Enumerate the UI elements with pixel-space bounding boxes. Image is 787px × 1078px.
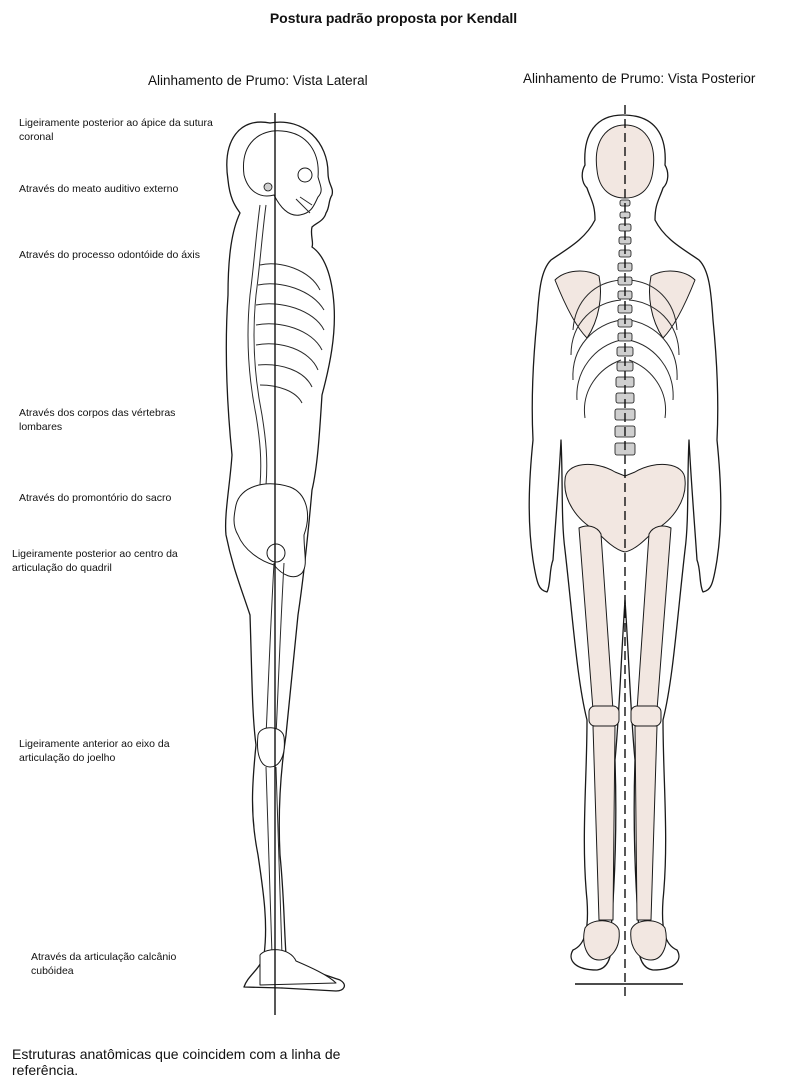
- annotation-knee-joint: Ligeiramente anterior ao eixo da articul…: [19, 737, 209, 765]
- annotation-calcaneocuboid-joint: Através da articulação calcânio cubóidea: [31, 950, 206, 978]
- annotation-auditory-meatus: Através do meato auditivo externo: [19, 182, 219, 196]
- left-femur: [579, 526, 613, 715]
- femoral-head: [267, 544, 285, 562]
- left-knee: [589, 706, 619, 726]
- lateral-view-title: Alinhamento de Prumo: Vista Lateral: [148, 73, 368, 88]
- orbit-lateral: [298, 168, 312, 182]
- left-foot-bones: [584, 921, 619, 960]
- foot-bones: [260, 950, 336, 985]
- annotation-coronal-suture: Ligeiramente posterior ao ápice da sutur…: [19, 116, 214, 144]
- lateral-ribcage: [256, 264, 324, 403]
- annotation-lumbar-vertebrae: Através dos corpos das vértebras lombare…: [19, 406, 209, 434]
- right-foot-bones: [631, 921, 666, 960]
- posterior-view-title: Alinhamento de Prumo: Vista Posterior: [523, 71, 755, 86]
- ear-canal-marker: [264, 183, 272, 191]
- posterior-view-figure: [515, 100, 755, 1005]
- caption: Estruturas anatômicas que coincidem com …: [12, 1046, 392, 1078]
- lateral-skull: [243, 131, 321, 215]
- annotation-odontoid-process: Através do processo odontóide do áxis: [19, 248, 209, 262]
- right-knee: [631, 706, 661, 726]
- annotation-hip-joint: Ligeiramente posterior ao centro da arti…: [12, 547, 202, 575]
- right-femur: [637, 526, 671, 715]
- left-tibia: [593, 726, 615, 920]
- knee-joint: [258, 728, 285, 767]
- right-tibia: [635, 726, 657, 920]
- annotation-sacral-promontory: Através do promontório do sacro: [19, 491, 219, 505]
- lateral-view-figure: [200, 95, 360, 1020]
- lateral-pelvis: [234, 484, 308, 577]
- page-title: Postura padrão proposta por Kendall: [0, 10, 787, 26]
